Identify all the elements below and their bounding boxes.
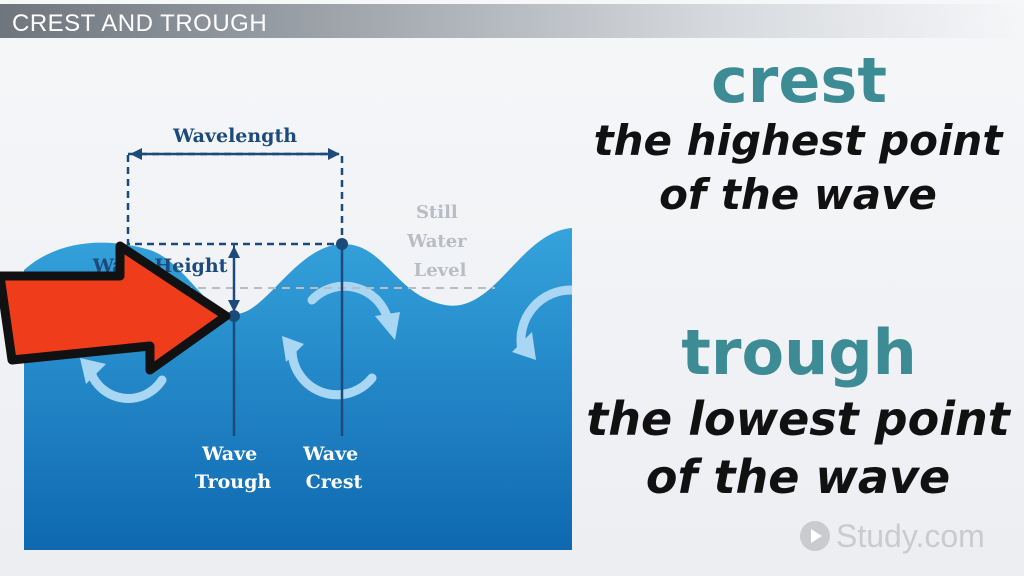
trough-definition-line-2: of the wave	[645, 450, 951, 504]
crest-heading: crest	[711, 44, 887, 117]
crest-point	[336, 238, 348, 250]
wave-trough-label: Wave Trough	[195, 443, 272, 493]
page-title: CREST AND TROUGH	[12, 10, 268, 37]
logo-text: Study.com	[836, 517, 985, 554]
trough-point	[228, 310, 240, 322]
circulation-arrows-icon	[80, 281, 572, 403]
trough-definition-line-1: the lowest point	[586, 392, 1010, 446]
still-water-label: Still Water Level	[406, 202, 473, 281]
crest-definition-line-1: the highest point	[593, 116, 1003, 165]
wavelength-box	[126, 152, 344, 246]
play-circle-icon	[800, 521, 830, 551]
trough-heading: trough	[681, 316, 917, 389]
wavelength-label: Wavelength	[172, 125, 297, 147]
crest-definition-line-2: of the wave	[659, 170, 937, 219]
title-bar: CREST AND TROUGH	[0, 4, 1024, 38]
wave-crest-label: Wave Crest	[302, 443, 365, 493]
red-pointer-arrow-icon	[0, 241, 231, 375]
study-logo: Study.com	[800, 516, 985, 556]
